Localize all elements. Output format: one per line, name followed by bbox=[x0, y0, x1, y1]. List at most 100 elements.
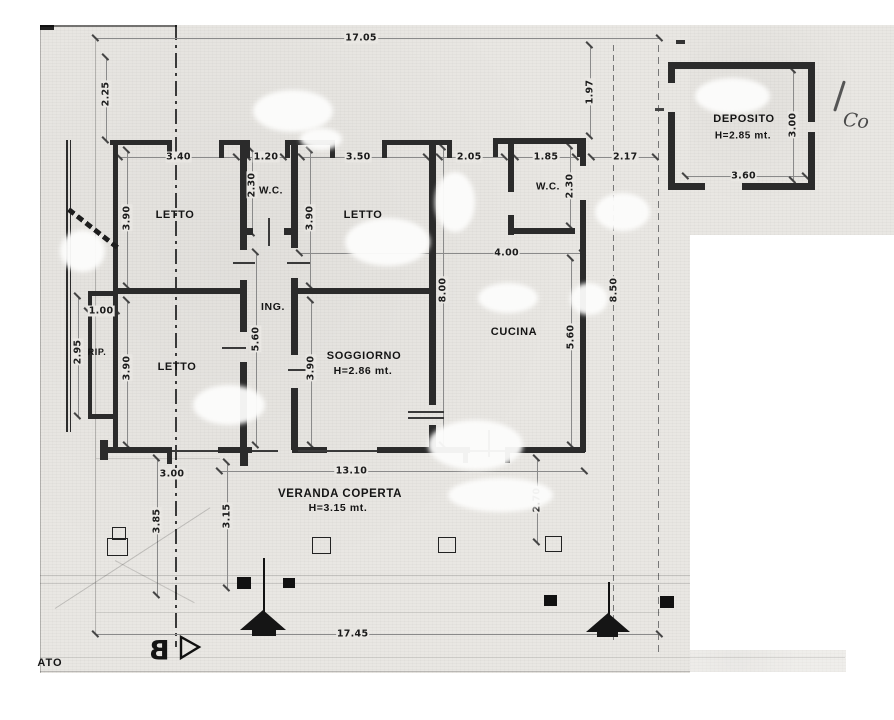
wall-segment bbox=[808, 132, 815, 190]
dimension-label-soggiorno_depth: 3.90 bbox=[305, 354, 317, 382]
dimension-line bbox=[220, 471, 585, 472]
wall-segment bbox=[295, 288, 432, 294]
room-label-cucina: CUCINA bbox=[490, 326, 538, 338]
dimension-label-cucina_length: 8.00 bbox=[437, 276, 449, 304]
scan-white-patch bbox=[193, 385, 265, 425]
entrance-arrow-left-base bbox=[252, 629, 276, 636]
wall-segment bbox=[240, 280, 247, 332]
scan-white-patch bbox=[695, 78, 770, 114]
scan-white-patch bbox=[570, 283, 608, 315]
dimension-label-wc1_depth: 2.30 bbox=[246, 171, 258, 199]
dimension-label-veranda_d_mid: 3.15 bbox=[221, 502, 233, 530]
wall-segment bbox=[88, 414, 115, 419]
dimension-label-wc2_depth: 2.30 bbox=[564, 172, 576, 200]
wall-segment bbox=[291, 145, 298, 248]
dimension-line bbox=[571, 258, 572, 445]
dimension-label-letto2_depth: 3.90 bbox=[304, 204, 316, 232]
wall-segment bbox=[167, 453, 172, 464]
wall-segment bbox=[668, 112, 675, 190]
scan-white-patch bbox=[60, 230, 105, 272]
door-threshold bbox=[172, 450, 218, 452]
room-height-veranda: H=3.15 mt. bbox=[308, 502, 368, 514]
scan-white-patch bbox=[595, 193, 650, 231]
scan-white-patch bbox=[345, 218, 430, 266]
dimension-label-total_bottom: 17.45 bbox=[335, 628, 370, 640]
right-boundary-dashed-line bbox=[658, 45, 659, 657]
room-label-ing: ING. bbox=[261, 301, 285, 313]
wall-segment bbox=[113, 288, 243, 294]
scan-white-patch bbox=[478, 283, 538, 313]
door-threshold bbox=[288, 369, 314, 371]
wall-segment bbox=[218, 447, 252, 453]
wall-segment bbox=[285, 145, 290, 158]
handwriting-stroke bbox=[833, 80, 846, 112]
section-marker-letter: B bbox=[148, 635, 170, 667]
wall-segment bbox=[240, 145, 247, 250]
wall-segment bbox=[70, 140, 71, 432]
wall-segment bbox=[429, 145, 436, 297]
dimension-label-wc1_width: 1.20 bbox=[252, 151, 280, 163]
room-height-deposito: H=2.85 mt. bbox=[714, 130, 772, 142]
veranda-pillar bbox=[312, 537, 331, 554]
wall-segment bbox=[808, 62, 815, 122]
wall-segment bbox=[88, 291, 115, 296]
dimension-label-offset_right_v: 1.97 bbox=[584, 78, 596, 106]
room-label-veranda: VERANDA COPERTA bbox=[277, 488, 403, 500]
tick-mark bbox=[655, 108, 664, 111]
wall-segment bbox=[66, 140, 68, 432]
wall-segment bbox=[240, 453, 248, 466]
dimension-line bbox=[96, 38, 660, 39]
arrow-stem bbox=[263, 558, 265, 615]
wall-segment bbox=[580, 138, 586, 166]
door-threshold bbox=[268, 218, 270, 246]
column-marker bbox=[544, 595, 557, 606]
door-threshold bbox=[298, 450, 377, 452]
dimension-line bbox=[96, 634, 660, 635]
center-axis-dashed-line bbox=[175, 25, 177, 647]
room-label-rip: RIP. bbox=[87, 347, 107, 357]
wall-segment bbox=[673, 62, 815, 69]
room-label-soggiorno: SOGGIORNO bbox=[326, 350, 402, 362]
entrance-arrow-right-icon bbox=[586, 613, 630, 632]
dimension-label-deposito_depth: 3.00 bbox=[787, 111, 799, 139]
handwriting-text: Co bbox=[841, 108, 871, 134]
wall-segment bbox=[291, 388, 298, 450]
scan-artifact-line bbox=[40, 657, 845, 658]
wall-segment bbox=[508, 215, 514, 235]
veranda-pillar bbox=[438, 537, 456, 553]
dimension-label-veranda_d_left: 3.85 bbox=[151, 507, 163, 535]
dimension-label-letto2_width: 3.50 bbox=[344, 151, 372, 163]
wall-segment bbox=[245, 145, 250, 158]
dimension-label-letto1_depth: 3.90 bbox=[121, 204, 133, 232]
wall-segment bbox=[284, 228, 293, 235]
wall-segment bbox=[508, 144, 514, 192]
entrance-arrow-left-icon bbox=[240, 610, 286, 630]
wall-segment bbox=[505, 447, 585, 453]
wall-segment bbox=[100, 440, 108, 460]
wall-segment bbox=[668, 183, 705, 190]
dimension-label-wc2_width: 1.85 bbox=[532, 151, 560, 163]
wall-segment bbox=[291, 278, 298, 355]
scan-artifact-line bbox=[95, 40, 96, 635]
dimension-label-rip_width: 1.00 bbox=[87, 305, 115, 317]
column-marker bbox=[237, 577, 251, 589]
scan-artifact-line bbox=[96, 612, 660, 613]
wall-segment bbox=[742, 183, 815, 190]
dimension-label-letto1_width: 3.40 bbox=[165, 151, 192, 163]
wall-segment bbox=[330, 145, 335, 158]
wall-segment bbox=[493, 138, 583, 144]
scan-artifact-line bbox=[40, 671, 690, 672]
dimension-label-cucina_depth: 5.60 bbox=[565, 323, 577, 350]
door-threshold bbox=[233, 262, 255, 264]
scan-white-patch bbox=[300, 128, 342, 150]
veranda-pillar bbox=[545, 536, 562, 552]
dimension-label-letto3_depth: 3.90 bbox=[121, 354, 133, 382]
dimension-label-ing_depth: 5.60 bbox=[250, 325, 262, 353]
dimension-label-niche_width: 2.05 bbox=[455, 151, 483, 163]
dimension-line bbox=[300, 253, 583, 254]
room-height-soggiorno: H=2.86 mt. bbox=[333, 365, 393, 377]
dimension-label-offset_right_h: 2.17 bbox=[611, 151, 639, 163]
dimension-label-veranda-axis: 3.00 bbox=[158, 468, 186, 480]
